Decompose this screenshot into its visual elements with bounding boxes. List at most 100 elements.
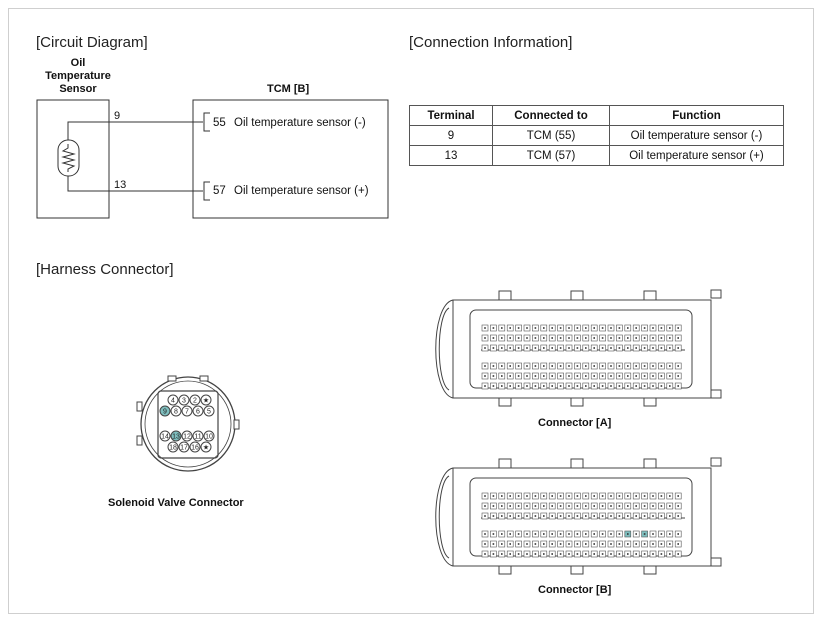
sensor-label-line3: Sensor (59, 83, 97, 95)
connector-pin-dot (593, 365, 595, 367)
connector-pin-dot (601, 543, 604, 545)
tcm-pin-55-label: Oil temperature sensor (-) (234, 117, 366, 129)
connector-pin-dot (601, 533, 604, 535)
connector-pin-dot (492, 347, 495, 349)
solenoid-pin (200, 394, 212, 406)
connector-pin-dot (543, 385, 545, 387)
connector-pin-dot (492, 495, 495, 497)
connector-pin-dot (576, 533, 579, 535)
connector-pin-dot (559, 327, 562, 329)
connector-pin-dot (585, 347, 587, 349)
connector-pin-dot (677, 505, 679, 507)
connector-pin-dot (484, 365, 486, 367)
connector-pin-dot (501, 337, 503, 339)
connector-pin-dot (660, 337, 663, 339)
connector-pin-dot (610, 327, 612, 329)
connector-pin-dot (517, 385, 520, 387)
connector-pin-dot (559, 553, 562, 555)
connector-pin-dot (593, 495, 595, 497)
connector-pin-dot (601, 337, 604, 339)
solenoid-pin-label: 2 (193, 398, 197, 405)
connection-table: Terminal Connected to Function 9 TCM (55… (409, 105, 784, 166)
connector-pin-dot (484, 515, 486, 517)
connector-pin-dot (576, 347, 579, 349)
sensor-label-line2: Temperature (45, 70, 111, 82)
solenoid-pin (189, 441, 201, 453)
connector-pin-dot (635, 347, 637, 349)
connector-pin-dot (627, 337, 629, 339)
connector-pin-dot (543, 347, 545, 349)
connector-pin-dot (501, 365, 503, 367)
connector-pin-dot (568, 385, 570, 387)
solenoid-pin (181, 430, 193, 442)
connector-pin-dot (618, 327, 621, 329)
diagram-frame (8, 8, 814, 614)
connector-pin-dot (559, 495, 562, 497)
connector-pin-dot (484, 327, 486, 329)
connector-pin-dot (517, 495, 520, 497)
table-row: 9 TCM (55) Oil temperature sensor (-) (409, 125, 784, 146)
connector-pin-dot (576, 553, 579, 555)
connector-pin-dot (635, 375, 637, 377)
connector-pin-dot (492, 337, 495, 339)
connector-a-label: Connector [A] (538, 417, 612, 429)
connector-pin-dot (585, 533, 587, 535)
connector-pin-dot (677, 347, 679, 349)
connector-pin-dot (492, 543, 495, 545)
connector-pin-dot (559, 347, 562, 349)
connector-pin-dot (635, 365, 637, 367)
connector-pin-dot (517, 375, 520, 377)
table-row: 13 TCM (57) Oil temperature sensor (+) (409, 145, 784, 166)
connector-pin-dot (534, 385, 537, 387)
connector-pin-dot (618, 553, 621, 555)
connector-pin-dot (643, 385, 646, 387)
connector-pin-dot (568, 495, 570, 497)
solenoid-pin (203, 430, 215, 442)
connector-pin-dot (484, 495, 486, 497)
connector-pin-dot (660, 385, 663, 387)
connector-pin-dot (501, 375, 503, 377)
connector-pin-dot (501, 347, 503, 349)
connector-pin-dot (635, 515, 637, 517)
connector-pin-dot (484, 543, 486, 545)
connector-pin-dot (593, 553, 595, 555)
connector-pin-dot (593, 533, 595, 535)
connector-pin-dot (534, 337, 537, 339)
connector-pin-dot (509, 505, 511, 507)
connector-pin-dot (652, 347, 654, 349)
connector-pin-dot (576, 327, 579, 329)
connector-pin-dot (652, 553, 654, 555)
solenoid-pin-label: ★ (203, 444, 209, 452)
solenoid-pin-label: ★ (203, 397, 209, 405)
connector-pin-dot (669, 347, 671, 349)
connector-pin-dot (551, 553, 553, 555)
connector-pin-dot (509, 375, 511, 377)
connector-pin-dot (534, 495, 537, 497)
connector-b-pins (481, 492, 682, 558)
connector-pin-dot (576, 515, 579, 517)
connector-pin-dot (543, 553, 545, 555)
solenoid-pin-label: 6 (196, 409, 200, 416)
connector-pin-dot (660, 505, 663, 507)
connector-pin-dot (509, 365, 511, 367)
connector-pin-dot (677, 515, 679, 517)
connector-pin-dot (643, 495, 646, 497)
connector-pin-dot (551, 495, 553, 497)
connector-pin-dot (643, 327, 646, 329)
connector-pin-dot (585, 505, 587, 507)
connector-pin-dot (534, 543, 537, 545)
connector-pin-dot (484, 347, 486, 349)
connector-pin-dot (509, 553, 511, 555)
connector-pin-dot (568, 543, 570, 545)
connector-pin-dot (576, 337, 579, 339)
cell-connected-to: TCM (55) (492, 125, 610, 146)
connector-pin-dot (551, 327, 553, 329)
connector-pin-dot (576, 375, 579, 377)
connector-pin-dot (526, 337, 528, 339)
connector-pin-dot (618, 385, 621, 387)
connector-pin-dot (576, 543, 579, 545)
connector-pin-dot (509, 495, 511, 497)
solenoid-pin (167, 394, 179, 406)
connector-pin-dot (568, 327, 570, 329)
